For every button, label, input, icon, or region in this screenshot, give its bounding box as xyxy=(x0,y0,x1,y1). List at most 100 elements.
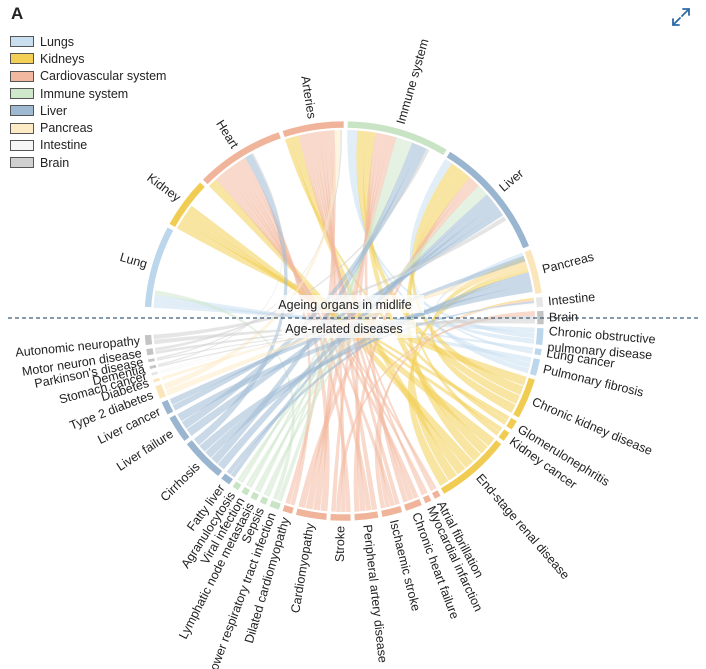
disease-arc xyxy=(145,347,155,357)
disease-arc xyxy=(144,334,153,346)
organ-arc xyxy=(445,150,530,250)
disease-arc xyxy=(329,513,352,522)
organ-label: Kidney xyxy=(144,171,184,205)
legend-item: Immune system xyxy=(10,85,166,102)
disease-label: Stroke xyxy=(333,526,348,562)
legend-swatch xyxy=(10,70,34,82)
legend-swatch xyxy=(10,105,34,117)
organ-label: Heart xyxy=(213,118,241,152)
legend-item: Intestine xyxy=(10,137,166,154)
disease-arc xyxy=(422,494,433,505)
legend-label: Intestine xyxy=(40,138,88,153)
organ-label: Arteries xyxy=(298,75,319,120)
chord-ribbon xyxy=(266,138,404,497)
legend-item: Kidneys xyxy=(10,50,166,67)
legend-item: Brain xyxy=(10,154,166,171)
organ-arc xyxy=(202,131,282,185)
disease-arc xyxy=(281,504,295,515)
organ-arc xyxy=(144,226,174,308)
disease-label: Peripheral artery disease xyxy=(360,524,390,664)
disease-arc xyxy=(249,491,260,502)
disease-arc xyxy=(512,377,536,419)
disease-arc xyxy=(505,417,518,431)
legend-swatch xyxy=(10,157,34,169)
chord-ribbon xyxy=(217,197,495,470)
chord-ribbon xyxy=(154,290,295,500)
legend-label: Immune system xyxy=(40,86,129,101)
chord-ribbon xyxy=(172,210,504,411)
legend-swatch xyxy=(10,139,34,151)
chord-ribbon xyxy=(304,133,414,501)
chord-ribbon xyxy=(277,137,401,502)
disease-arc xyxy=(231,480,243,492)
organ-label: Pancreas xyxy=(541,250,596,277)
chord-ribbon xyxy=(181,216,510,421)
chord-ribbon xyxy=(161,267,529,381)
disease-arc xyxy=(403,498,423,512)
disease-arc xyxy=(380,505,403,518)
chord-ribbon xyxy=(309,132,400,505)
legend-swatch xyxy=(10,88,34,100)
chord-ribbon xyxy=(186,203,500,436)
legend-item: Liver xyxy=(10,102,166,119)
disease-arc xyxy=(154,383,167,400)
organ-arc xyxy=(347,120,448,156)
disease-arc xyxy=(295,507,328,521)
disease-label: End-stage renal disease xyxy=(473,471,572,582)
disease-arc xyxy=(147,357,156,363)
organ-label: Lung xyxy=(118,250,149,271)
panel-label: A xyxy=(11,4,24,23)
legend-label: Kidneys xyxy=(40,51,85,66)
disease-arc xyxy=(220,472,234,486)
organ-label: Liver xyxy=(497,166,527,194)
disease-arc xyxy=(185,439,223,477)
chord-ribbon xyxy=(153,299,534,351)
disease-arc xyxy=(168,414,191,442)
top-section-label: Ageing organs in midlife xyxy=(278,298,411,312)
disease-arc xyxy=(268,499,282,511)
legend-swatch xyxy=(10,36,34,48)
legend-label: Liver xyxy=(40,103,68,118)
disease-arc xyxy=(152,377,161,384)
disease-arc xyxy=(529,357,541,377)
disease-arc xyxy=(440,439,503,495)
chord-ribbon xyxy=(331,134,391,512)
organ-label: Immune system xyxy=(394,37,432,126)
chord-ribbon xyxy=(176,220,527,386)
expand-icon[interactable] xyxy=(670,6,692,28)
chord-ribbon xyxy=(177,284,533,422)
legend-label: Cardiovascular system xyxy=(40,69,167,84)
legend-label: Brain xyxy=(40,155,70,170)
chord-ribbon xyxy=(153,302,535,333)
disease-arc xyxy=(533,347,543,357)
arc-layer xyxy=(144,120,545,522)
organ-arc xyxy=(168,181,206,228)
organ-label: Intestine xyxy=(547,290,595,308)
disease-arc xyxy=(353,510,380,522)
disease-arc xyxy=(431,489,442,500)
chord-ribbon xyxy=(289,135,466,475)
chord-ribbon xyxy=(186,205,495,447)
chord-ribbon xyxy=(169,255,526,405)
chord-ribbon xyxy=(430,257,527,413)
disease-label: Cardiomyopathy xyxy=(288,521,317,614)
legend-swatch xyxy=(10,122,34,134)
legend-item: Lungs xyxy=(10,33,166,50)
disease-arc xyxy=(160,399,174,416)
bottom-section-label: Age-related diseases xyxy=(285,322,402,336)
disease-arc xyxy=(150,370,159,377)
disease-arc xyxy=(240,486,251,497)
disease-label: Pulmonary fibrosis xyxy=(542,362,645,400)
legend-label: Pancreas xyxy=(40,121,93,136)
organ-arc xyxy=(535,296,544,308)
legend-label: Lungs xyxy=(40,34,75,49)
organ-label: Brain xyxy=(549,310,578,325)
chord-ribbon xyxy=(410,163,524,395)
legend-item: Pancreas xyxy=(10,119,166,136)
chord-ribbon xyxy=(364,132,409,503)
legend-swatch xyxy=(10,53,34,65)
legend-item: Cardiovascular system xyxy=(10,68,166,85)
